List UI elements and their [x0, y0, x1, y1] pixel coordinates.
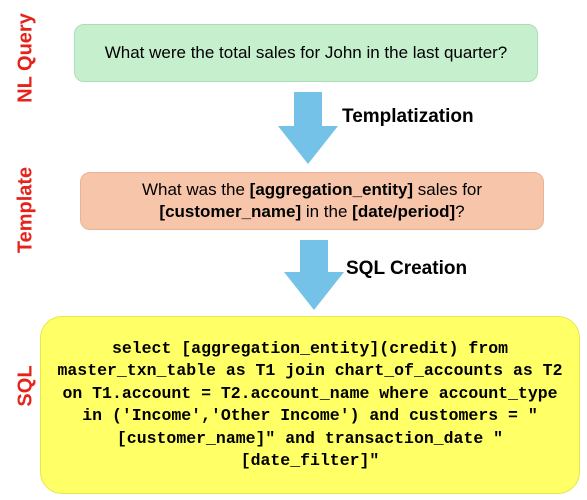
template-text-part: What was the [141, 179, 250, 199]
templatization-arrow [278, 92, 338, 164]
sql-creation-arrow [284, 240, 344, 310]
template-text-part: sales for [413, 179, 483, 199]
sql-creation-label: SQL Creation [346, 258, 468, 279]
template-text-part: ? [455, 202, 465, 221]
sql-box: select [aggregation_entity](credit) from… [40, 316, 580, 494]
template-text: What was the [aggregation_entity] sales … [97, 179, 527, 223]
template-label: Template [14, 166, 37, 254]
templatization-label: Templatization [342, 106, 474, 127]
template-placeholder: [customer_name] [159, 202, 302, 221]
template-box: What was the [aggregation_entity] sales … [80, 172, 544, 230]
nl-query-text: What were the total sales for John in th… [104, 42, 508, 62]
template-placeholder: [date/period] [352, 202, 456, 221]
nl-query-box: What were the total sales for John in th… [74, 24, 538, 82]
sql-text: select [aggregation_entity](credit) from… [57, 338, 563, 471]
template-text-part: in the [301, 202, 353, 221]
nl-query-label: NL Query [14, 13, 37, 103]
sql-label: SQL [14, 365, 37, 407]
template-placeholder: [aggregation_entity] [249, 179, 414, 199]
